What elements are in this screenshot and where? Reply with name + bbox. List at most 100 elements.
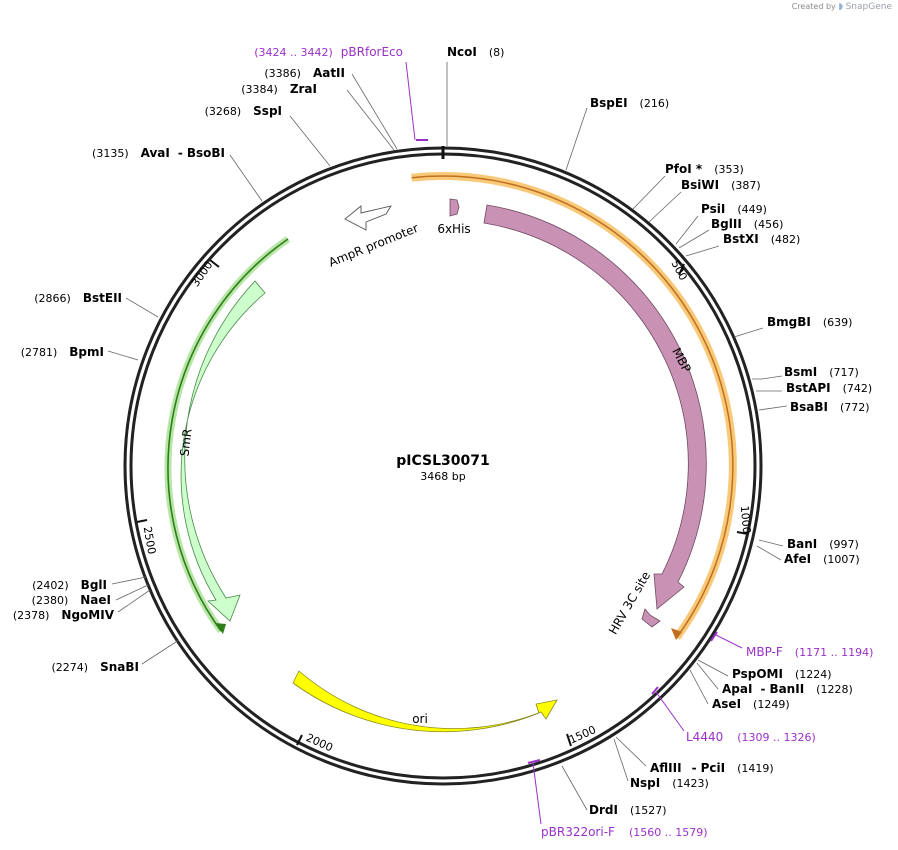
primer-leader-l4440 <box>655 691 685 732</box>
tick-label-2500: 2500 <box>141 525 159 555</box>
site-asei[interactable]: AseI(1249) <box>712 697 790 711</box>
leader-bani <box>758 539 784 547</box>
feature-label-hrv-3c-site: HRV 3C site <box>606 569 653 637</box>
leader-asei <box>689 669 709 705</box>
site-apai-banii[interactable]: ApaI-BanII(1228) <box>722 682 853 696</box>
leader-psii <box>675 215 699 245</box>
smr-highlight-arrow-icon <box>215 623 226 634</box>
leader-pspomi <box>697 659 729 677</box>
snapgene-credit: Created by ◗ SnapGene <box>792 2 892 12</box>
primer-mark-pbr322ori-f <box>527 759 541 764</box>
primer-marks <box>416 139 718 764</box>
site-bgli[interactable]: (2402)BglI <box>32 578 107 592</box>
plasmid-length: 3468 bp <box>420 470 465 483</box>
primer-leader-mbp-f <box>715 634 743 649</box>
primer-pbr322ori-f[interactable]: pBR322ori-F(1560 .. 1579) <box>541 825 708 839</box>
site-psii[interactable]: PsiI(449) <box>701 202 767 216</box>
site-labels: NcoI(8) BspEI(216) PfoI *(353) BsiWI(387… <box>13 45 872 817</box>
site-bsteii[interactable]: (2866)BstEII <box>34 291 122 305</box>
leader-sspi <box>289 115 331 167</box>
smr-highlight-line <box>167 238 289 632</box>
leader-bsteii <box>125 297 159 318</box>
leader-bsabi <box>758 405 788 411</box>
site-bsabi[interactable]: BsaBI(772) <box>790 400 870 414</box>
tick-500 <box>678 263 685 276</box>
leader-avai <box>229 154 263 202</box>
feature-label-ori: ori <box>412 712 428 726</box>
leader-bspei <box>565 107 588 171</box>
leader-drdi <box>561 765 588 811</box>
leader-snabi <box>141 639 180 665</box>
leader-bsmi <box>752 375 783 380</box>
leader-afliii <box>615 736 647 767</box>
tick-label-3000: 3000 <box>189 259 216 289</box>
leader-bglii <box>678 229 710 249</box>
credit-brand: SnapGene <box>845 2 892 12</box>
leader-ngomiv <box>117 589 151 613</box>
site-bspei[interactable]: BspEI(216) <box>590 96 669 110</box>
leader-naei <box>115 584 149 601</box>
leader-bmgbi <box>733 327 764 338</box>
primer-leader-pbrforeco <box>405 61 416 141</box>
site-afliii-pcii[interactable]: AflIII-PciI(1419) <box>650 761 774 775</box>
site-bmgbi[interactable]: BmgBI(639) <box>767 315 852 329</box>
tick-marks <box>136 259 749 747</box>
feature-label-6xhis: 6xHis <box>437 222 470 236</box>
site-bstapi[interactable]: BstAPI(742) <box>786 381 872 395</box>
primer-labels: (3424 .. 3442)pBRforEco MBP-F(1171 .. 11… <box>254 45 873 839</box>
feature-smr[interactable] <box>180 280 266 622</box>
site-nspi[interactable]: NspI(1423) <box>630 776 709 790</box>
site-bstxi[interactable]: BstXI(482) <box>723 232 800 246</box>
site-bglii[interactable]: BglII(456) <box>711 217 783 231</box>
site-avai-bsobi[interactable]: (3135)AvaI-BsoBI <box>92 146 225 160</box>
primer-mbp-f[interactable]: MBP-F(1171 .. 1194) <box>746 645 873 659</box>
tick-3000 <box>209 259 220 268</box>
cds-highlight-line <box>411 175 734 638</box>
site-pspomi[interactable]: PspOMI(1224) <box>732 667 832 681</box>
site-bsmi[interactable]: BsmI(717) <box>784 365 859 379</box>
leader-apai <box>696 662 719 690</box>
cds-highlight-arrow-icon <box>671 628 682 640</box>
site-bani[interactable]: BanI(997) <box>787 537 859 551</box>
primer-mark-mbp-f <box>710 631 718 642</box>
tick-2500 <box>136 519 148 523</box>
leader-aatii <box>351 73 398 150</box>
primer-leaders <box>405 61 743 825</box>
site-pfoi[interactable]: PfoI *(353) <box>665 162 744 176</box>
tick-label-1000: 1000 <box>738 505 753 534</box>
site-aatii[interactable]: (3386)AatII <box>264 66 345 80</box>
tick-1000 <box>736 531 749 535</box>
primer-leader-pbr322ori-f <box>532 762 542 825</box>
leader-bgli <box>111 576 147 585</box>
leader-nspi <box>613 738 629 782</box>
leader-pfoi <box>632 175 666 210</box>
primer-pbrforeco[interactable]: (3424 .. 3442)pBRforEco <box>254 45 403 59</box>
leader-zrai <box>346 89 395 151</box>
feature-ori[interactable] <box>292 670 558 733</box>
leader-bsiwi <box>648 191 682 223</box>
site-bpmi[interactable]: (2781)BpmI <box>21 345 104 359</box>
feature-hrv-3c-site[interactable] <box>641 608 661 628</box>
tick-label-1500: 1500 <box>567 723 598 746</box>
feature-label-smr: SmR <box>177 428 194 457</box>
feature-ampr-promoter[interactable] <box>344 205 392 231</box>
tick-2000 <box>296 734 303 746</box>
site-afei[interactable]: AfeI(1007) <box>784 552 860 566</box>
snapgene-logo-icon: ◗ <box>838 2 844 12</box>
site-ncoi[interactable]: NcoI(8) <box>447 45 504 59</box>
site-sspi[interactable]: (3268)SspI <box>205 104 282 118</box>
site-bsiwi[interactable]: BsiWI(387) <box>681 178 761 192</box>
feature-6xhis[interactable] <box>449 198 460 217</box>
site-snabi[interactable]: (2274)SnaBI <box>52 660 139 674</box>
leader-afei <box>756 545 782 561</box>
site-ngomiv[interactable]: (2378)NgoMIV <box>13 608 115 622</box>
site-drdi[interactable]: DrdI(1527) <box>589 803 667 817</box>
plasmid-name: pICSL30071 <box>396 453 489 469</box>
site-leaders <box>107 62 788 811</box>
primer-l4440[interactable]: L4440(1309 .. 1326) <box>686 730 816 744</box>
feature-mbp[interactable] <box>483 204 707 610</box>
site-naei[interactable]: (2380)NaeI <box>32 593 111 607</box>
credit-text: Created by <box>791 2 836 11</box>
site-zrai[interactable]: (3384)ZraI <box>241 82 317 96</box>
